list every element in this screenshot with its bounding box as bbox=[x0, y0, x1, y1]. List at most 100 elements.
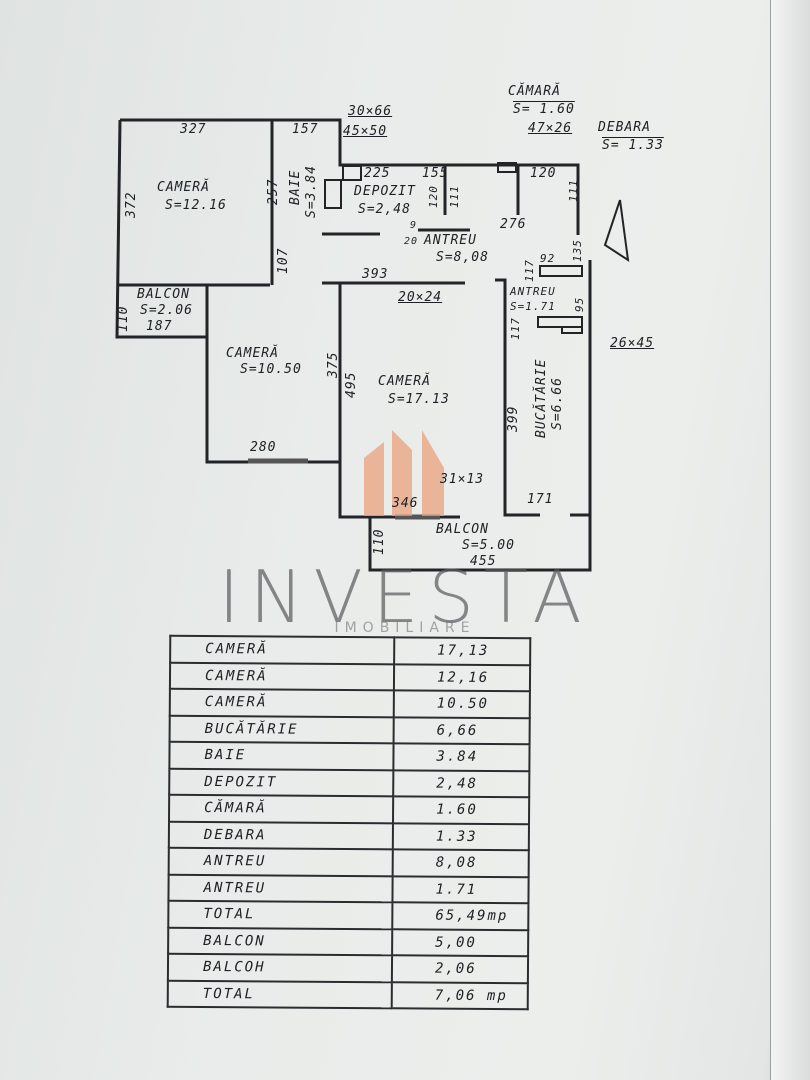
room-area-value: 7,06 mp bbox=[391, 981, 528, 1010]
room-area: S= 1.33 bbox=[602, 138, 664, 153]
room-area-value: 3.84 bbox=[393, 743, 530, 771]
dimension: 111 bbox=[448, 185, 461, 208]
dimension: 120 bbox=[427, 185, 440, 208]
room-area: S=5.00 bbox=[462, 538, 515, 553]
room-area: S=17.13 bbox=[388, 392, 450, 407]
room-area-value: 10.50 bbox=[393, 690, 530, 718]
room-name: TOTAL bbox=[167, 980, 392, 1009]
room-name: TOTAL bbox=[168, 900, 393, 929]
dimension: 110 bbox=[116, 305, 131, 332]
dimension: 455 bbox=[470, 554, 497, 569]
room-label: CAMERĂ bbox=[226, 346, 279, 361]
dimension: 327 bbox=[180, 122, 207, 137]
investa-logo bbox=[364, 430, 444, 516]
room-area: S=8,08 bbox=[436, 250, 489, 265]
room-area-value: 5,00 bbox=[392, 928, 529, 957]
room-area: S=10.50 bbox=[240, 362, 302, 377]
room-name: ANTREU bbox=[168, 874, 393, 903]
dimension: 399 bbox=[506, 405, 521, 432]
room-label: CAMERĂ bbox=[157, 180, 210, 195]
wall bbox=[495, 278, 540, 517]
room-label: CĂMARĂ bbox=[508, 84, 561, 99]
dimension: 495 bbox=[344, 371, 359, 398]
room-name: CĂMARĂ bbox=[169, 794, 394, 823]
room-name: DEPOZIT bbox=[169, 768, 394, 797]
dimension: 117 bbox=[509, 317, 522, 340]
dimension: 20×24 bbox=[398, 290, 443, 305]
dimension: 47×26 bbox=[528, 121, 573, 136]
dimension: 375 bbox=[326, 351, 341, 378]
room-area: S=12.16 bbox=[165, 198, 227, 213]
room-label: BUCĂTĂRIE bbox=[534, 358, 549, 438]
room-area-value: 1.33 bbox=[392, 822, 529, 851]
room-name: DEBARA bbox=[168, 821, 393, 850]
dimension: 171 bbox=[527, 492, 554, 507]
dimension: 257 bbox=[266, 178, 281, 205]
room-area-value: 8,08 bbox=[392, 849, 529, 877]
dimension: 9 bbox=[410, 220, 418, 231]
shaft bbox=[537, 316, 583, 328]
room-label: BALCON bbox=[436, 522, 489, 537]
room-name: BALCOH bbox=[167, 953, 393, 982]
room-area-value: 2,48 bbox=[393, 769, 530, 798]
room-name: CAMERĂ bbox=[169, 662, 395, 691]
dimension: 155 bbox=[422, 166, 449, 181]
dimension: 393 bbox=[362, 267, 389, 282]
room-area: S=3.84 bbox=[304, 165, 319, 218]
wall bbox=[368, 515, 592, 572]
dimension: 346 bbox=[392, 496, 419, 511]
room-label: ANTREU bbox=[510, 285, 556, 298]
room-name: ANTREU bbox=[168, 847, 393, 876]
room-name: BAIE bbox=[169, 741, 394, 770]
dimension: 45×50 bbox=[343, 124, 388, 139]
room-label: BALCON bbox=[137, 287, 190, 302]
room-area: S=2.06 bbox=[140, 303, 193, 318]
dimension: 120 bbox=[530, 166, 557, 181]
dimension: 280 bbox=[250, 440, 277, 455]
room-label: DEPOZIT bbox=[354, 184, 416, 199]
shaft bbox=[539, 265, 583, 277]
room-label: CAMERĂ bbox=[378, 374, 431, 389]
shaft bbox=[497, 162, 517, 173]
dimension: 372 bbox=[124, 191, 139, 218]
room-area-value: 17,13 bbox=[394, 637, 531, 665]
room-label: ANTREU bbox=[424, 233, 477, 248]
dimension: 157 bbox=[292, 122, 319, 137]
dimension: 117 bbox=[523, 259, 536, 282]
room-name: CAMERĂ bbox=[170, 635, 395, 664]
shaft bbox=[324, 179, 342, 209]
dimension: 187 bbox=[146, 319, 173, 334]
room-area-value: 65,49mp bbox=[392, 902, 529, 930]
page-edge bbox=[770, 0, 810, 1080]
room-label: BAIE bbox=[288, 169, 303, 205]
dimension: 107 bbox=[276, 247, 291, 274]
dimension: 110 bbox=[372, 528, 387, 555]
shaft bbox=[342, 165, 362, 181]
north-arrow bbox=[603, 199, 630, 263]
room-area: S=6.66 bbox=[550, 377, 565, 430]
dimension: 111 bbox=[567, 179, 580, 202]
room-area-value: 6,66 bbox=[393, 716, 530, 745]
shaft bbox=[561, 326, 583, 334]
watermark-brand: INVESTA bbox=[218, 555, 592, 639]
room-area-value: 2,06 bbox=[391, 955, 529, 983]
dimension: 95 bbox=[573, 296, 586, 312]
dimension: 135 bbox=[571, 239, 584, 262]
room-area-value: 1.71 bbox=[392, 875, 529, 904]
room-area: S=1.71 bbox=[510, 300, 556, 313]
dimension: 92 bbox=[540, 252, 556, 265]
dimension: 276 bbox=[500, 217, 527, 232]
